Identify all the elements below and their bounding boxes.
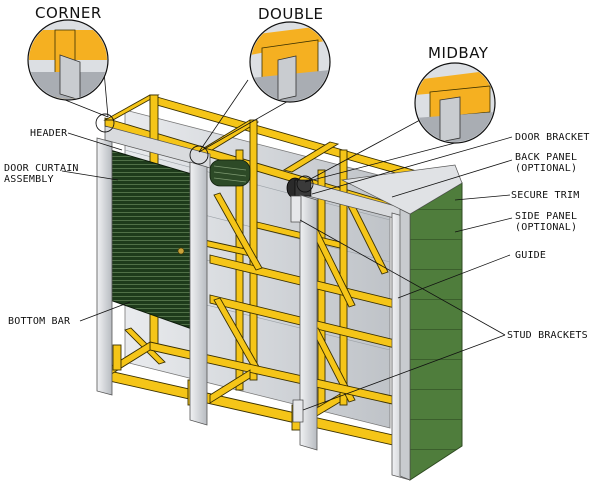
callout-title-corner: CORNER — [35, 4, 102, 22]
callout-title-midbay: MIDBAY — [428, 44, 489, 62]
leader-lines — [61, 132, 513, 411]
callout-title-double: DOUBLE — [258, 5, 324, 23]
callout-midbay — [296, 62, 496, 193]
label-door-bracket: DOOR BRACKET — [515, 132, 590, 143]
label-side-panel-2: (OPTIONAL) — [515, 222, 578, 233]
label-back-panel-2: (OPTIONAL) — [515, 163, 578, 174]
label-bottom-bar: BOTTOM BAR — [8, 316, 71, 327]
label-door-curtain-2: ASSEMBLY — [4, 174, 54, 185]
label-secure-trim: SECURE TRIM — [511, 190, 580, 201]
label-door-curtain-1: DOOR CURTAIN — [4, 163, 79, 174]
label-guide: GUIDE — [515, 250, 547, 261]
stud-brackets — [290, 195, 304, 423]
label-side-panel-1: SIDE PANEL — [515, 211, 578, 222]
label-stud-brackets: STUD BRACKETS — [507, 330, 588, 341]
door-curtain — [109, 149, 196, 331]
callout-corner — [27, 19, 115, 133]
label-header: HEADER — [30, 128, 68, 139]
label-back-panel-1: BACK PANEL — [515, 152, 578, 163]
door-curtain-roll — [209, 159, 312, 199]
